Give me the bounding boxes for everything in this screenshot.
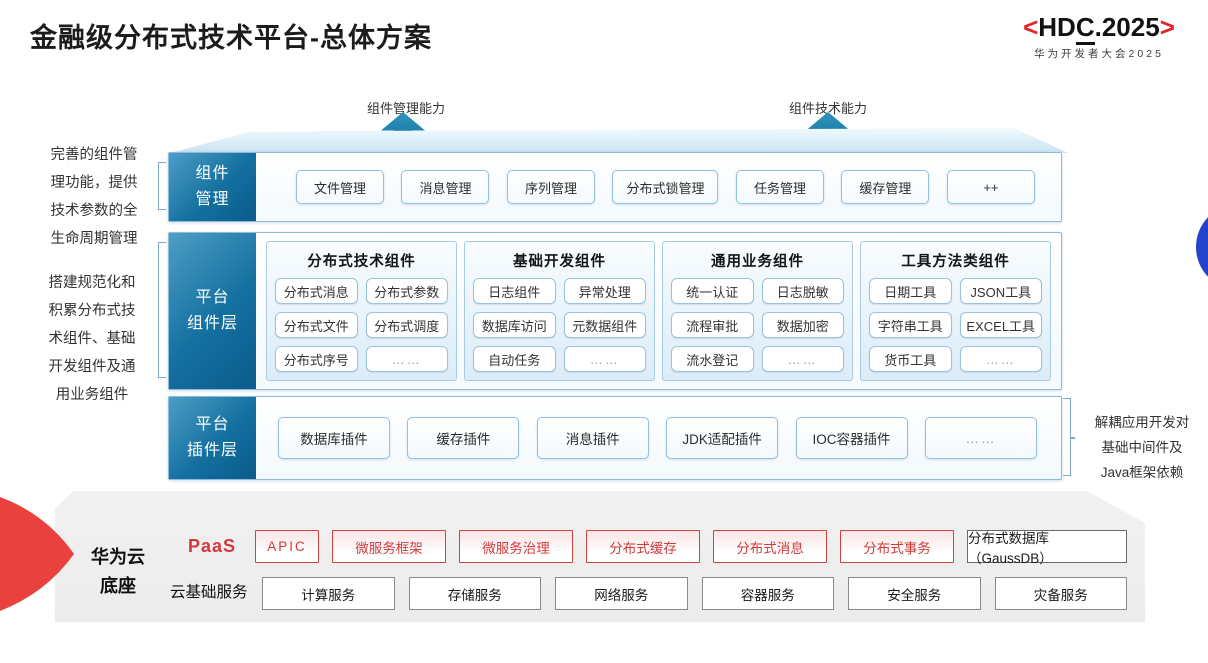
paas-service-gaussdb: 分布式数据库（GaussDB） — [967, 530, 1127, 566]
plugin-item-more: …… — [924, 417, 1037, 459]
iaas-services-row: 计算服务 存储服务 网络服务 容器服务 安全服务 灾备服务 — [262, 577, 1127, 610]
note-management: 完善的组件管 理功能，提供 技术参数的全 生命周期管理 — [50, 147, 138, 247]
iaas-service: 存储服务 — [408, 577, 541, 610]
layer-label-platform-components: 平台 组件层 — [169, 233, 256, 389]
iaas-label: 云基础服务 — [170, 584, 248, 601]
component-item: 分布式参数 — [365, 278, 448, 304]
paas-service: 微服务治理 — [459, 530, 573, 563]
component-item: 数据加密 — [761, 312, 844, 338]
hdc-right-angle: > — [1159, 12, 1175, 42]
hdc-logo-subtitle: 华为开发者大会2025 — [1034, 48, 1164, 60]
component-item: 流程审批 — [671, 312, 754, 338]
hdc-left-angle: < — [1023, 12, 1039, 42]
component-item: 自动任务 — [473, 346, 556, 372]
note-decoupling: 解耦应用开发对 基础中间件及 Java框架依赖 — [1094, 415, 1190, 480]
decorative-circle — [1196, 204, 1208, 290]
capability-label-management: 组件管理能力 — [367, 101, 446, 116]
component-item: 货币工具 — [869, 346, 952, 372]
component-item: 元数据组件 — [563, 312, 646, 338]
management-item: ++ — [946, 170, 1035, 204]
management-item: 消息管理 — [401, 170, 490, 204]
hdc-logo-text: <HDC.2025> — [1004, 12, 1194, 45]
component-item: EXCEL工具 — [959, 312, 1042, 338]
red-arrow-icon — [0, 497, 74, 611]
component-item: 数据库访问 — [473, 312, 556, 338]
plugin-item: 缓存插件 — [407, 417, 520, 459]
component-item: 日期工具 — [869, 278, 952, 304]
layer-label-component-management: 组件 管理 — [169, 153, 256, 221]
component-item: 分布式消息 — [275, 278, 358, 304]
management-item: 序列管理 — [506, 170, 595, 204]
plugin-item: IOC容器插件 — [795, 417, 908, 459]
layer-component-management: 组件 管理 文件管理 消息管理 序列管理 分布式锁管理 任务管理 缓存管理 ++ — [168, 152, 1062, 222]
component-item: 分布式文件 — [275, 312, 358, 338]
note-components: 搭建规范化和 积累分布式技 术组件、基础 开发组件及通 用业务组件 — [48, 275, 136, 403]
iaas-service: 安全服务 — [848, 577, 981, 610]
left-bracket — [158, 162, 166, 210]
component-item-more: …… — [365, 346, 448, 372]
component-item: 分布式序号 — [275, 346, 358, 372]
component-item: 异常处理 — [563, 278, 646, 304]
component-item: 字符串工具 — [869, 312, 952, 338]
capability-label-technical: 组件技术能力 — [789, 101, 868, 116]
group-common-business: 通用业务组件 统一认证 日志脱敏 流程审批 数据加密 流水登记 …… — [662, 241, 853, 381]
group-basic-dev: 基础开发组件 日志组件 异常处理 数据库访问 元数据组件 自动任务 …… — [464, 241, 655, 381]
iaas-service: 网络服务 — [555, 577, 688, 610]
management-item: 文件管理 — [296, 170, 384, 204]
layer-platform-plugins: 平台 插件层 数据库插件 缓存插件 消息插件 JDK适配插件 IOC容器插件 …… — [168, 396, 1062, 480]
component-item: 日志脱敏 — [761, 278, 844, 304]
page-title: 金融级分布式技术平台-总体方案 — [30, 23, 432, 53]
management-item: 分布式锁管理 — [612, 170, 719, 204]
component-groups: 分布式技术组件 分布式消息 分布式参数 分布式文件 分布式调度 分布式序号 ……… — [256, 233, 1061, 389]
group-distributed-tech: 分布式技术组件 分布式消息 分布式参数 分布式文件 分布式调度 分布式序号 …… — [266, 241, 457, 381]
component-item-more: …… — [563, 346, 646, 372]
paas-services-row: APIC 微服务框架 微服务治理 分布式缓存 分布式消息 分布式事务 分布式数据… — [255, 530, 1127, 566]
hdc-2025-logo: <HDC.2025> 华为开发者大会2025 — [1004, 12, 1194, 61]
paas-service: 分布式缓存 — [586, 530, 700, 563]
management-item: 任务管理 — [735, 170, 824, 204]
plugin-item: JDK适配插件 — [666, 417, 779, 459]
layer-platform-components: 平台 组件层 分布式技术组件 分布式消息 分布式参数 分布式文件 分布式调度 分… — [168, 232, 1062, 390]
component-item-more: …… — [959, 346, 1042, 372]
right-bracket — [1063, 398, 1075, 476]
paas-label: PaaS — [188, 536, 237, 556]
component-item: JSON工具 — [959, 278, 1042, 304]
component-item: 流水登记 — [671, 346, 754, 372]
foundation-label: 华为云 底座 — [91, 547, 145, 596]
layer-label-platform-plugins: 平台 插件层 — [169, 397, 256, 479]
paas-service: 分布式事务 — [840, 530, 954, 563]
paas-service: APIC — [255, 530, 319, 563]
management-item: 缓存管理 — [841, 170, 930, 204]
group-tool-methods: 工具方法类组件 日期工具 JSON工具 字符串工具 EXCEL工具 货币工具 …… — [860, 241, 1051, 381]
component-item: 分布式调度 — [365, 312, 448, 338]
plugin-item: 消息插件 — [536, 417, 649, 459]
component-item-more: …… — [761, 346, 844, 372]
left-bracket — [158, 242, 166, 378]
component-item: 统一认证 — [671, 278, 754, 304]
paas-service: 微服务框架 — [332, 530, 446, 563]
iaas-service: 灾备服务 — [994, 577, 1127, 610]
iaas-service: 计算服务 — [262, 577, 395, 610]
stack-top-face — [170, 128, 1068, 153]
paas-service: 分布式消息 — [713, 530, 827, 563]
plugin-item: 数据库插件 — [278, 417, 390, 459]
iaas-service: 容器服务 — [701, 577, 834, 610]
management-items: 文件管理 消息管理 序列管理 分布式锁管理 任务管理 缓存管理 ++ — [256, 153, 1061, 221]
plugin-items: 数据库插件 缓存插件 消息插件 JDK适配插件 IOC容器插件 …… — [256, 397, 1061, 479]
component-item: 日志组件 — [473, 278, 556, 304]
